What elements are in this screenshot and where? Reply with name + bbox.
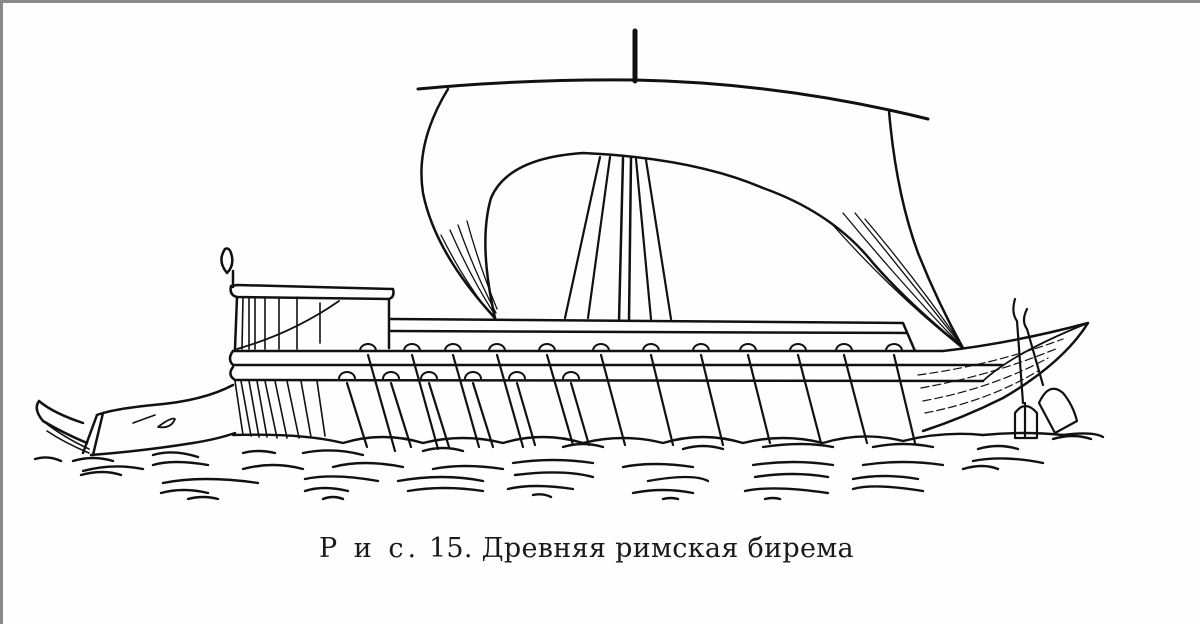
hull [230, 323, 1088, 438]
figure-caption: Р и с. 15. Древняя римская бирема [319, 533, 854, 564]
rigging [565, 157, 671, 319]
stern-post [37, 385, 235, 455]
waves [35, 436, 1091, 499]
oar-ports-lower [339, 372, 579, 379]
waterline [233, 433, 1103, 443]
mast [619, 31, 635, 321]
sail [421, 89, 963, 348]
oars [347, 355, 915, 451]
oar-ports-upper [360, 344, 902, 351]
figure-title: Древняя римская бирема [481, 533, 854, 564]
bireme-illustration [3, 3, 1200, 627]
yard [418, 80, 928, 119]
figure-label: Р и с. [319, 533, 421, 564]
deck [391, 319, 915, 351]
stern-cabin [221, 249, 393, 350]
figure-number: 15. [428, 533, 473, 564]
